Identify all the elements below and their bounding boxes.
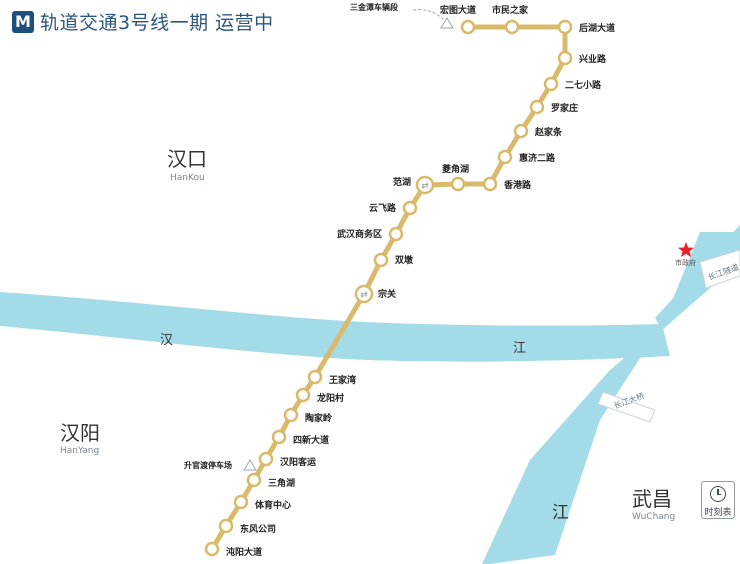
shengguandu-depot-marker [243,459,257,471]
landmark-label: 市政府 [675,258,696,267]
station-marker[interactable] [271,429,287,445]
bridge-changjiang: 长江大桥 [597,390,656,423]
district-hankou-en: HanKou [170,173,205,183]
river-label-han: 汉 [160,333,173,348]
page-title: 轨道交通3号线一期 运营中 [40,12,274,34]
station-marker[interactable] [204,541,220,557]
station-label[interactable]: 二七小路 [565,79,602,91]
station-marker[interactable] [354,284,374,304]
station-marker[interactable] [415,175,435,195]
station-label[interactable]: 双墩 [395,254,414,266]
station-label[interactable]: 后湖大道 [579,22,615,34]
station-label[interactable]: 惠济二路 [519,152,556,164]
station-marker[interactable] [373,252,389,268]
station-marker[interactable] [283,407,299,423]
timetable-button-label: 时刻表 [704,508,732,518]
district-wuchang-en: WuChang [632,512,675,522]
station-label[interactable]: 香港路 [503,179,532,191]
station-marker[interactable] [307,369,323,385]
station-marker[interactable] [543,76,559,92]
station-marker[interactable] [246,472,262,488]
station-label[interactable]: 范湖 [393,176,411,188]
metro-logo-icon: M [12,10,34,33]
station-label[interactable]: 武汉商务区 [337,228,382,240]
station-marker[interactable] [557,50,573,66]
station-marker[interactable] [258,451,274,467]
river-label-jiang-1: 江 [513,341,526,356]
station-marker[interactable] [504,19,520,35]
station-label[interactable]: 四新大道 [293,434,329,446]
district-hanyang-en: HanYang [60,446,99,456]
station-label[interactable]: 陶家岭 [305,412,332,424]
district-hanyang: 汉阳 [60,421,100,445]
station-label[interactable]: 罗家庄 [551,102,578,114]
station-label[interactable]: 云飞路 [369,202,397,214]
station-marker[interactable] [497,149,513,165]
station-label[interactable]: 菱角湖 [442,163,469,175]
station-label[interactable]: 三角湖 [268,477,295,489]
station-label[interactable]: 体育中心 [255,499,291,511]
station-label[interactable]: 王家湾 [329,374,356,386]
line-3-track [209,24,568,552]
station-label[interactable]: 兴业路 [579,53,607,65]
station-label[interactable]: 宏图大道 [440,4,476,16]
station-label[interactable]: 沌阳大道 [226,546,262,558]
station-label[interactable]: 龙阳村 [316,392,344,404]
station-label[interactable]: 赵家条 [534,126,563,138]
station-marker[interactable] [218,518,234,534]
yangtze-river-upper [655,225,740,330]
sanjintan-depot-branch [412,9,447,23]
station-label[interactable]: 东风公司 [240,523,276,535]
station-label[interactable]: 市民之家 [492,4,529,16]
station-marker[interactable] [388,226,404,242]
station-marker[interactable] [482,176,498,192]
station-marker[interactable] [529,99,545,115]
timetable-button[interactable]: 时刻表 [701,481,735,519]
han-river [0,292,670,362]
station-marker[interactable] [557,19,573,35]
transfer-icon: ⇄ [421,182,429,192]
clock-icon [710,486,726,502]
river-label-jiang-2: 江 [552,503,569,523]
district-hankou: 汉口 [167,147,207,171]
station-marker[interactable] [233,494,249,510]
station-label[interactable]: 汉阳客运 [280,456,317,468]
station-marker[interactable] [460,19,476,35]
station-marker[interactable] [295,387,311,403]
district-wuchang: 武昌 [632,487,672,511]
station-label[interactable]: 宗关 [378,288,396,300]
bridge-tunnel: 长江隧道 [699,249,740,289]
sanjintan-depot-marker [440,17,454,29]
star-icon [678,242,694,257]
depot-label-sanjintan: 三金潭车辆段 [350,2,398,12]
station-marker[interactable] [402,200,418,216]
transfer-icon: ⇄ [360,291,368,301]
station-marker[interactable] [513,123,529,139]
title-bar: M 轨道交通3号线一期 运营中 [12,8,274,35]
station-marker[interactable] [450,176,466,192]
depot-label-shengguandu: 升官渡停车场 [184,460,232,470]
station-markers: ⇄⇄ [204,19,573,557]
